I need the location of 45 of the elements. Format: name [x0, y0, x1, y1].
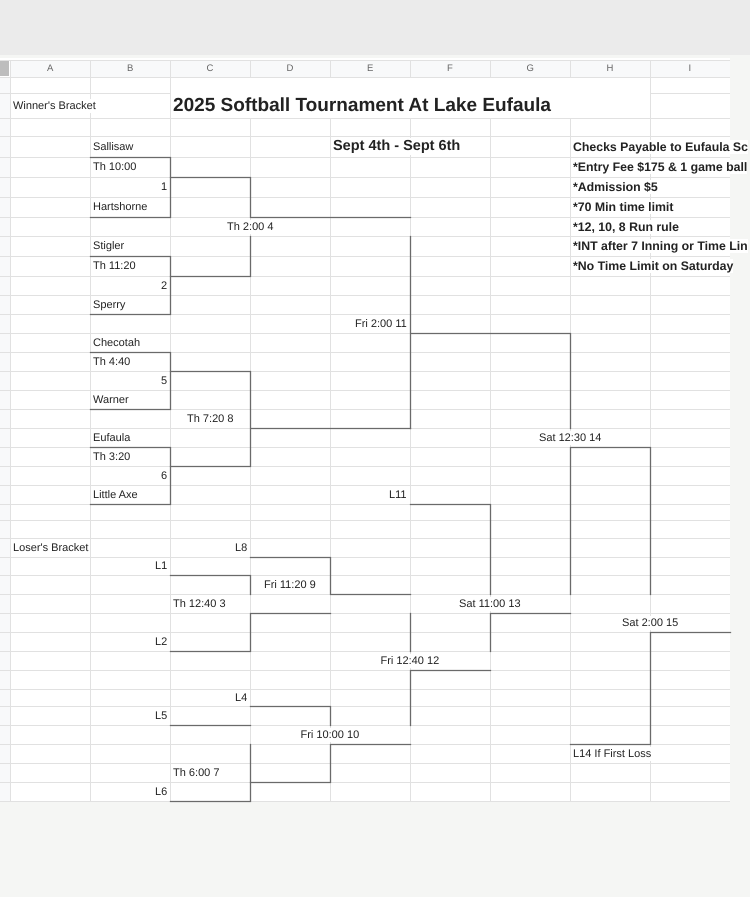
note-text: *No Time Limit on Saturday	[573, 259, 734, 273]
column-letter: F	[447, 62, 453, 76]
note-text: *Entry Fee $175 & 1 game ball	[573, 160, 748, 174]
team-name: Little Axe	[93, 488, 138, 502]
loser-slot-label: L8	[235, 540, 248, 554]
game-label: Fri 10:00 10	[300, 728, 360, 742]
note-text: *Admission $5	[573, 180, 658, 194]
column-letter: D	[286, 62, 294, 76]
game-label: Sat 11:00 13	[459, 596, 521, 610]
column-letter: A	[47, 62, 54, 76]
column-letter: I	[688, 62, 692, 76]
column-letter: H	[606, 62, 614, 76]
team-name: Checotah	[93, 336, 140, 350]
column-letter: C	[206, 62, 214, 76]
game-number: 5	[161, 374, 168, 388]
game-label: Th 7:20 8	[187, 412, 234, 426]
game-label: Fri 11:20 9	[264, 578, 316, 592]
section-heading: Loser's Bracket	[13, 540, 88, 554]
game-time: Th 4:40	[93, 354, 130, 368]
loser-slot-label: L14 If First Loss	[573, 746, 652, 760]
note-text: Checks Payable to Eufaula Sc	[573, 140, 748, 154]
note-text: *INT after 7 Inning or Time Lin	[573, 239, 748, 253]
section-heading: Winner's Bracket	[13, 98, 96, 112]
game-label: Fri 2:00 11	[355, 316, 407, 330]
team-name: Warner	[93, 392, 129, 406]
loser-slot-label: L6	[155, 784, 168, 798]
date-range: Sept 4th - Sept 6th	[333, 138, 460, 155]
game-number: 6	[161, 468, 168, 482]
note-text: *12, 10, 8 Run rule	[573, 220, 679, 234]
game-label: Sat 2:00 15	[622, 616, 678, 630]
game-time: Th 3:20	[93, 450, 130, 464]
game-label: Th 2:00 4	[227, 220, 274, 234]
team-name: Sallisaw	[93, 140, 134, 154]
note-text: *70 Min time limit	[573, 200, 674, 214]
loser-slot-label: L5	[155, 708, 168, 722]
column-letter: B	[127, 62, 134, 76]
game-label: Fri 12:40 12	[380, 654, 440, 668]
team-name: Sperry	[93, 298, 126, 312]
column-letter: G	[526, 62, 534, 76]
game-label: Th 12:40 3	[173, 596, 226, 610]
team-name: Stigler	[93, 239, 124, 253]
team-name: Eufaula	[93, 430, 130, 444]
column-letter: E	[367, 62, 374, 76]
game-label: Th 6:00 7	[173, 766, 220, 780]
game-label: Sat 12:30 14	[539, 430, 602, 444]
